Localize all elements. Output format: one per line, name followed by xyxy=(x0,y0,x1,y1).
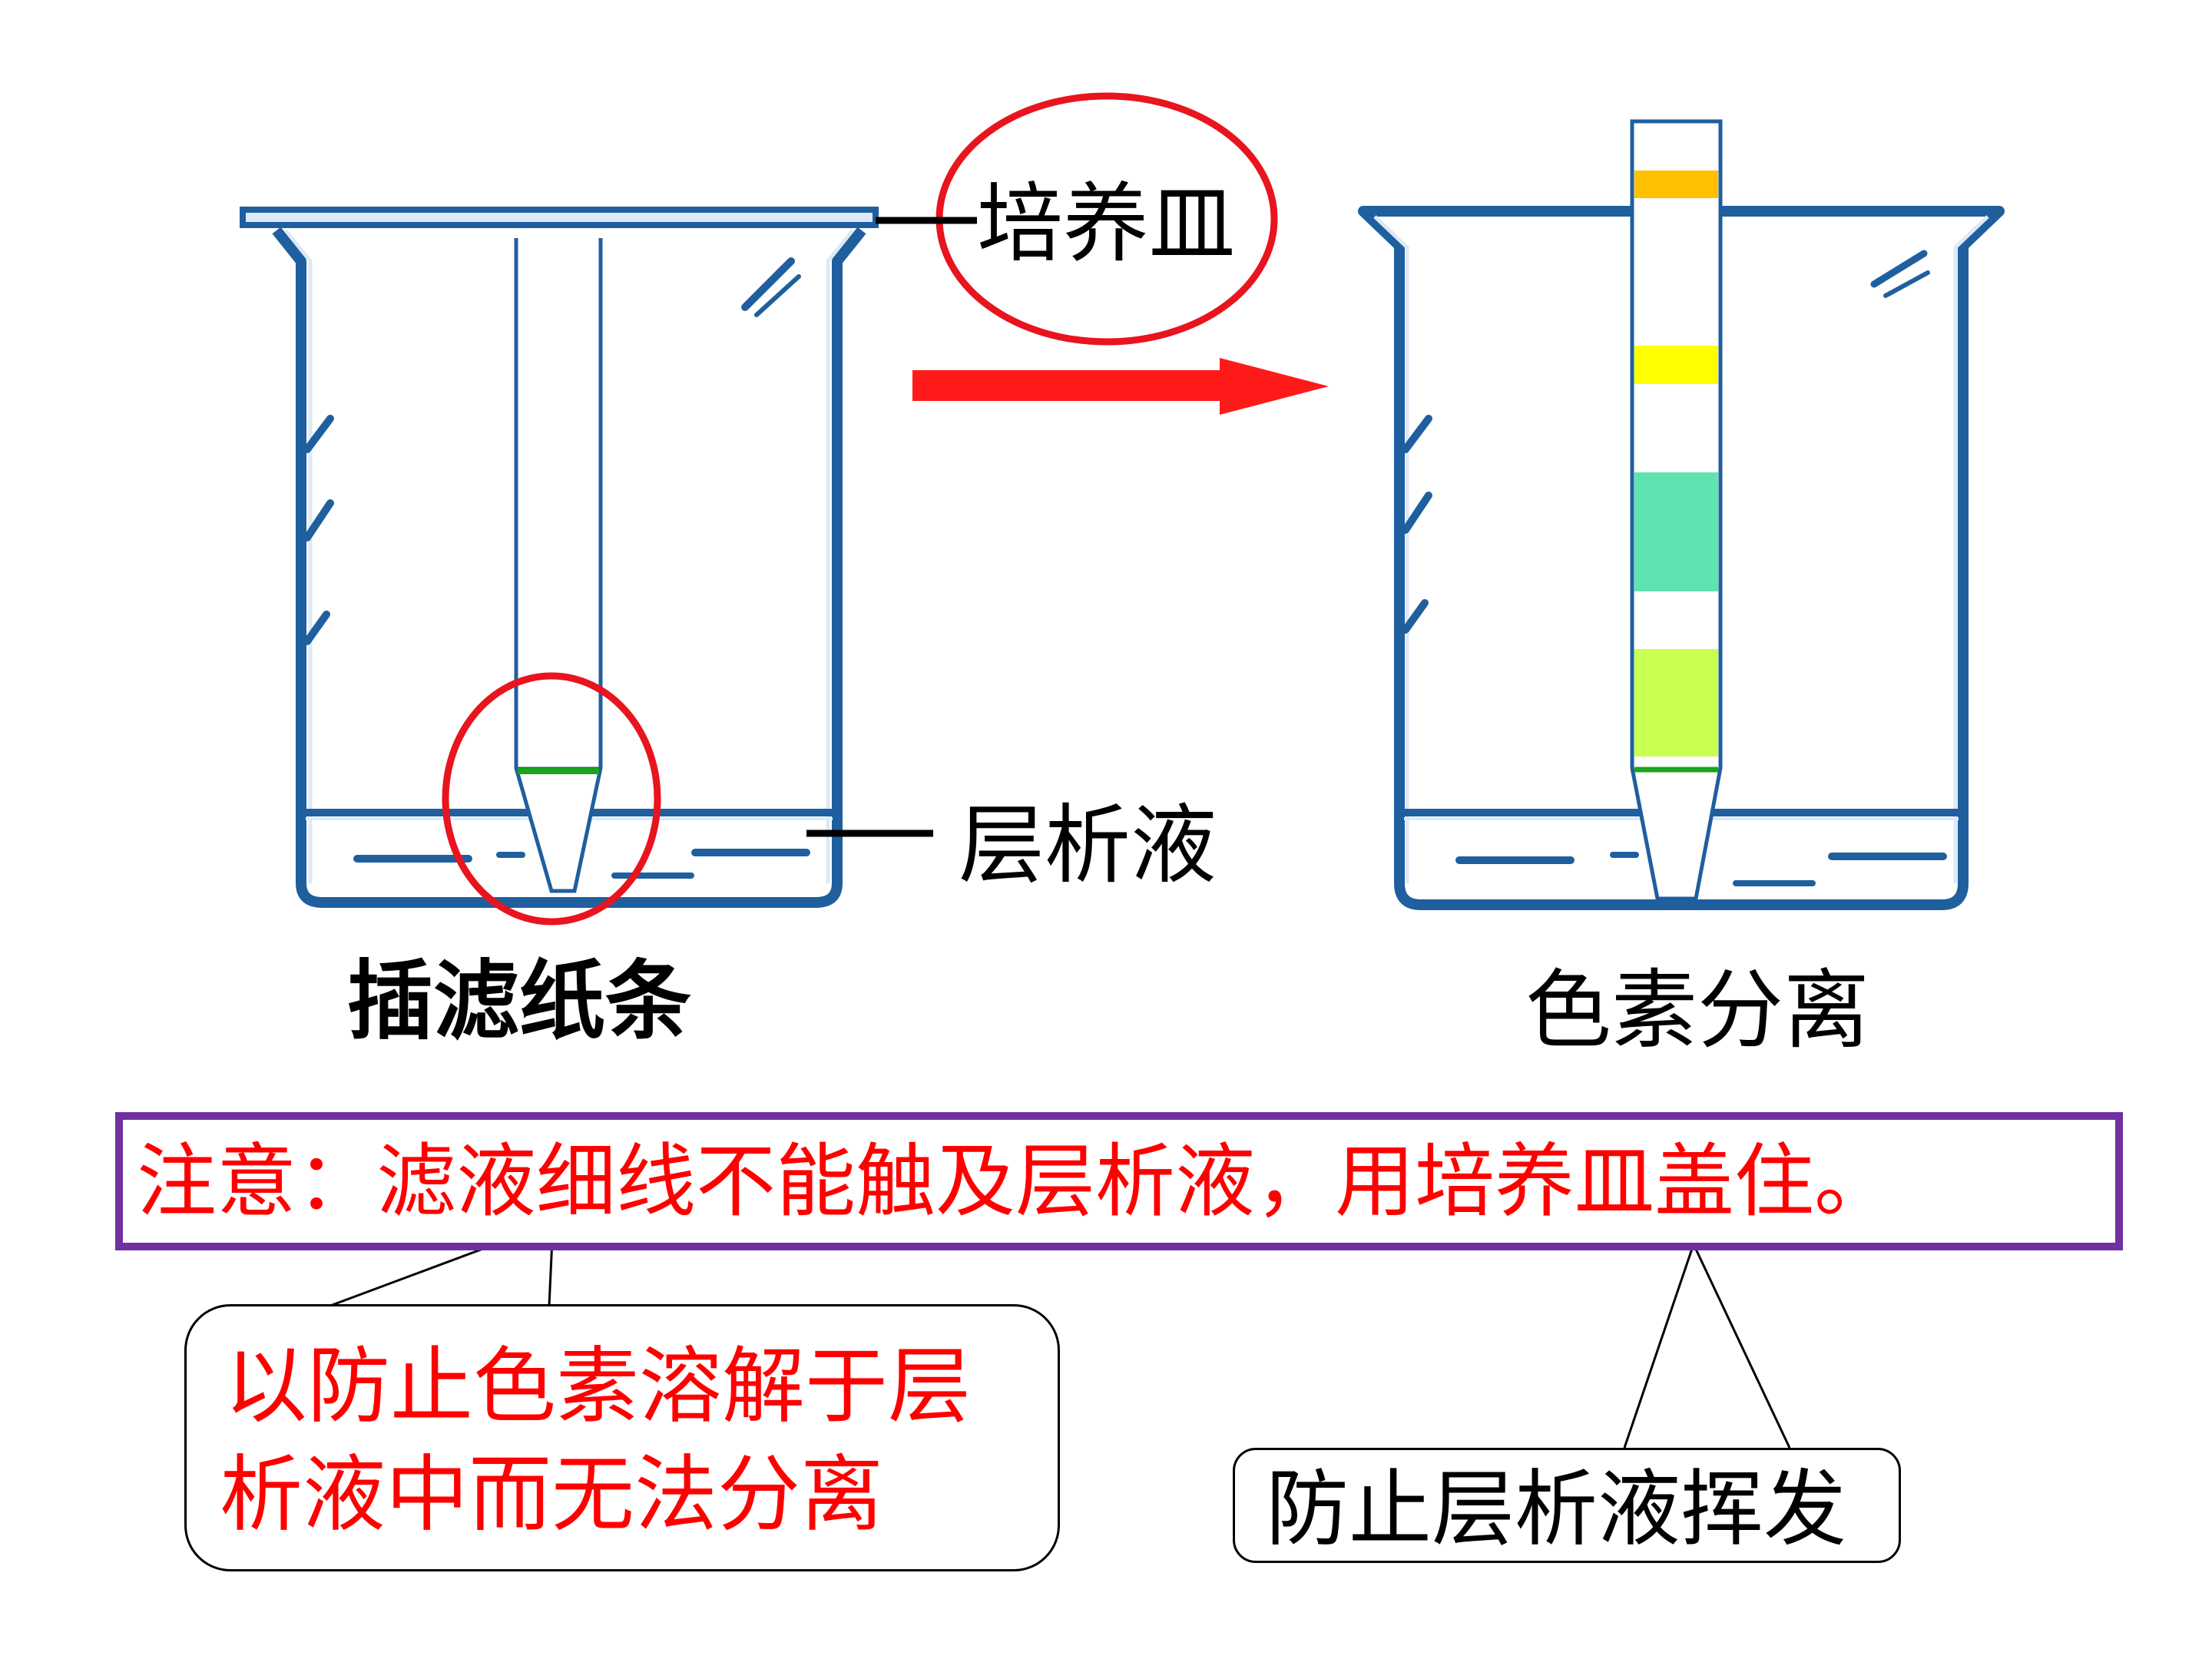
band-orange xyxy=(1634,171,1718,198)
arrow-right-icon xyxy=(912,358,1329,415)
start-line-highlight-circle xyxy=(442,672,661,926)
right-caption: 色素分离 xyxy=(1525,961,1869,1061)
left-callout-line2: 析液中而无法分离 xyxy=(220,1447,884,1543)
band-yellow-green xyxy=(1634,649,1718,757)
left-beaker-icon xyxy=(240,207,879,908)
left-callout-line1: 以防止色素溶解于层 xyxy=(224,1339,972,1435)
left-callout xyxy=(184,1304,1060,1571)
band-yellow xyxy=(1634,346,1718,384)
right-callout xyxy=(1233,1448,1901,1563)
note-text: 注意：滤液细线不能触及层析液，用培养皿盖住。 xyxy=(137,1134,1895,1228)
petri-dish-lid xyxy=(240,207,879,228)
band-blue-green xyxy=(1634,472,1718,591)
note-box xyxy=(115,1112,2123,1250)
right-beaker-wall xyxy=(1358,206,2005,910)
right-filter-strip-icon xyxy=(1630,119,1723,901)
left-beaker-wall xyxy=(272,227,866,908)
solvent-label: 层析液 xyxy=(959,796,1217,896)
right-callout-text: 防止层析液挥发 xyxy=(1266,1462,1847,1558)
left-filter-strip-icon xyxy=(514,238,603,893)
left-caption: 插滤纸条 xyxy=(347,951,691,1051)
lid-label: 培养皿 xyxy=(977,174,1235,274)
